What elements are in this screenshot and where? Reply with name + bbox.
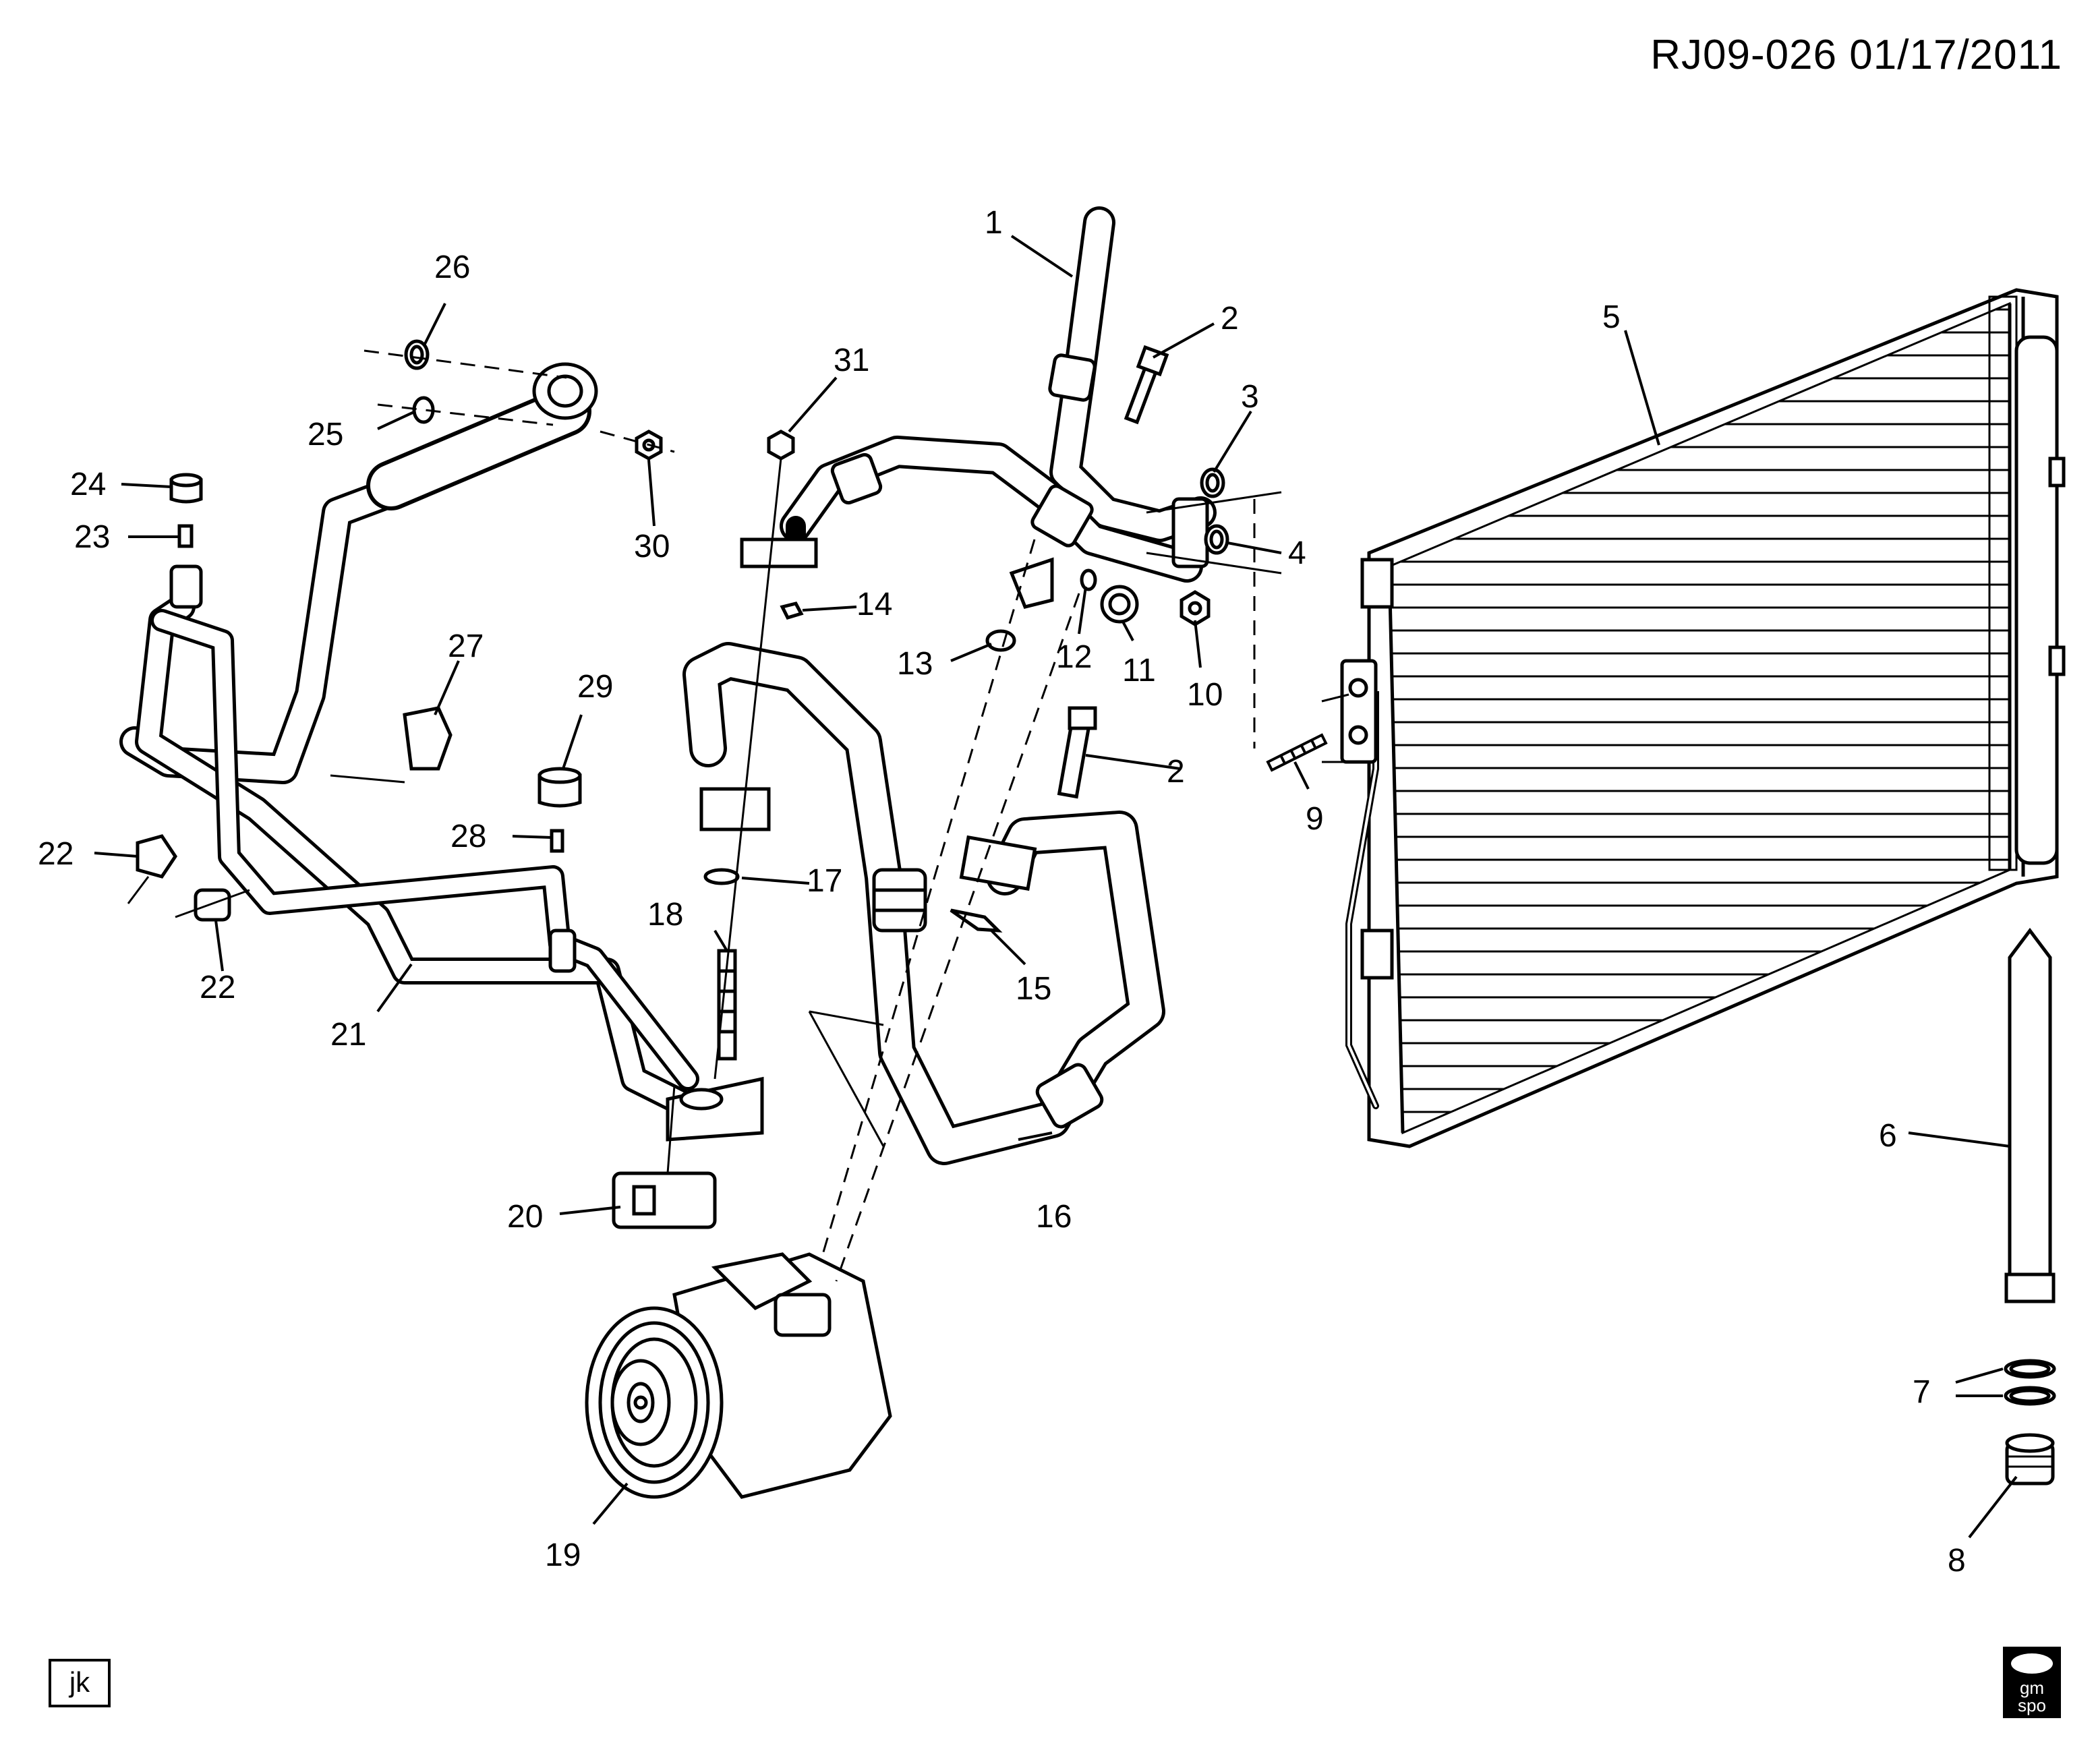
callout-14: 14 <box>856 587 892 622</box>
callout-5: 5 <box>1602 299 1621 335</box>
stud <box>1266 733 1328 772</box>
callout-6: 6 <box>1879 1118 1897 1154</box>
callout-23: 23 <box>74 519 110 555</box>
callout-22a: 22 <box>38 836 74 872</box>
condenser <box>1340 288 2066 1148</box>
drawing-id: RJ09-026 01/17/2011 <box>1650 32 2062 78</box>
ac-hose-21 <box>119 386 701 1119</box>
callout-4: 4 <box>1288 535 1306 571</box>
callout-16: 16 <box>1036 1199 1072 1235</box>
callout-27: 27 <box>448 628 484 664</box>
callout-8: 8 <box>1948 1543 1966 1579</box>
callout-1: 1 <box>985 205 1003 241</box>
gm-logo-text-2: spo <box>2018 1695 2046 1715</box>
callout-21: 21 <box>330 1017 366 1053</box>
callout-17: 17 <box>807 863 842 899</box>
gm-logo-text-1: gm <box>2019 1678 2045 1698</box>
callout-7: 7 <box>1913 1374 1931 1410</box>
callout-12: 12 <box>1056 639 1092 675</box>
gm-logo-oval <box>2011 1653 2053 1674</box>
callout-3: 3 <box>1241 379 1259 415</box>
callout-25: 25 <box>308 417 343 452</box>
hose-fittings <box>740 353 1209 609</box>
callout-31: 31 <box>834 343 869 378</box>
callout-2b: 2 <box>1167 754 1185 790</box>
compressor <box>585 1252 892 1499</box>
hose-16-fittings <box>699 787 1104 1129</box>
dryer-assembly <box>2004 927 2056 1486</box>
callout-28: 28 <box>450 819 486 854</box>
callout-24: 24 <box>70 467 106 502</box>
ac-hose-1 <box>780 206 1217 583</box>
callout-13: 13 <box>897 646 933 682</box>
callout-19: 19 <box>545 1537 581 1573</box>
assembly-guides <box>127 349 1349 1282</box>
callout-labels: 1 2 3 4 5 6 7 8 9 10 11 12 13 14 15 16 1… <box>38 205 1966 1579</box>
callout-10: 10 <box>1187 677 1223 713</box>
hardware <box>136 339 1229 1229</box>
jk-badge: jk <box>49 1659 111 1707</box>
callout-26: 26 <box>434 249 470 285</box>
callout-15: 15 <box>1016 971 1051 1007</box>
callout-11: 11 <box>1122 653 1156 688</box>
callout-29: 29 <box>577 669 613 705</box>
hose-21-fittings <box>169 362 764 1142</box>
callout-30: 30 <box>634 529 670 564</box>
callout-2: 2 <box>1221 301 1239 336</box>
gm-spo-logo: gm spo <box>2003 1647 2061 1718</box>
ac-hose-16 <box>682 642 1165 1165</box>
callout-20: 20 <box>507 1199 543 1235</box>
callout-18: 18 <box>647 897 683 933</box>
callout-9: 9 <box>1306 801 1324 837</box>
callout-22b: 22 <box>200 970 235 1005</box>
callout-leaders <box>94 235 2018 1539</box>
